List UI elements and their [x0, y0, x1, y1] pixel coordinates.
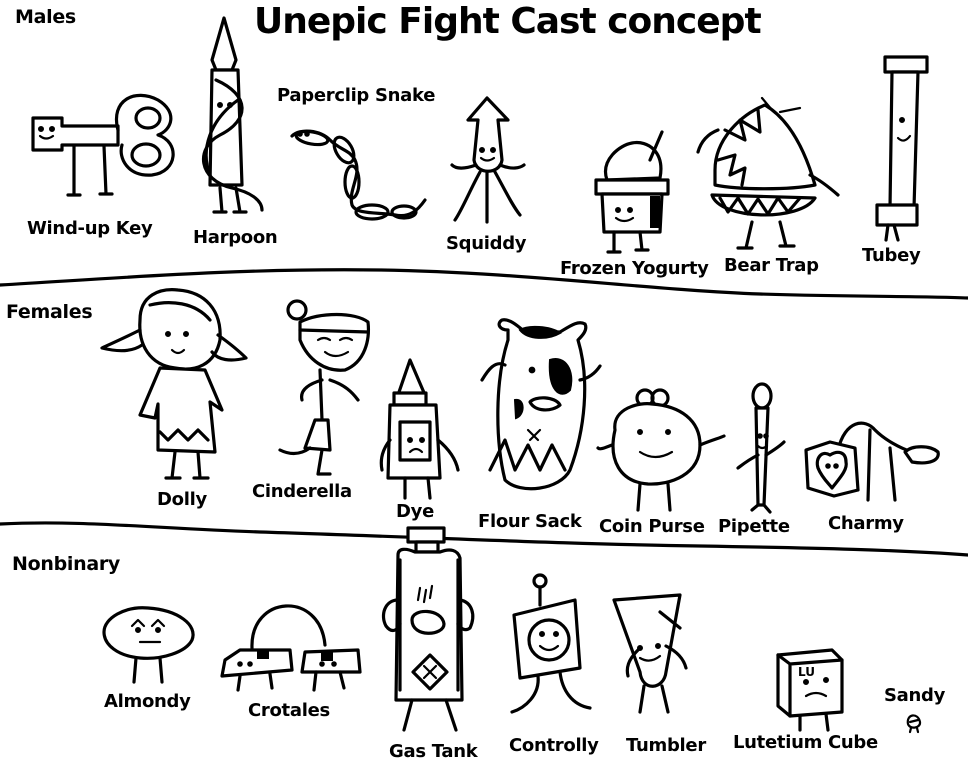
section-label-nonbinary: Nonbinary	[12, 553, 120, 575]
character-lutetium-cube-drawing: LU	[776, 648, 844, 732]
page-title: Unepic Fight Cast concept	[254, 1, 762, 42]
character-harpoon-drawing	[202, 16, 264, 214]
character-charmy-drawing	[804, 421, 940, 502]
character-name-gas-tank: Gas Tank	[389, 741, 478, 762]
character-crotales-drawing	[220, 604, 362, 692]
character-tubey-drawing	[875, 55, 929, 242]
character-name-almondy: Almondy	[104, 691, 191, 712]
character-name-bear-trap: Bear Trap	[724, 255, 819, 276]
character-name-harpoon: Harpoon	[193, 227, 278, 248]
character-paperclip-snake-drawing	[290, 129, 427, 221]
character-name-wind-up-key: Wind-up Key	[27, 218, 153, 239]
character-wind-up-key-drawing	[31, 93, 175, 197]
character-frozen-yogurty-drawing	[594, 130, 670, 254]
character-name-coin-purse: Coin Purse	[599, 516, 705, 537]
character-name-squiddy: Squiddy	[446, 233, 527, 254]
character-name-dolly: Dolly	[157, 489, 207, 510]
section-label-males: Males	[15, 6, 76, 28]
character-dye-drawing	[379, 358, 460, 500]
character-bear-trap-drawing	[696, 96, 840, 250]
character-dolly-drawing	[100, 288, 248, 480]
character-name-tumbler: Tumbler	[626, 735, 706, 756]
character-name-crotales: Crotales	[248, 700, 330, 721]
character-name-lutetium-cube: Lutetium Cube	[733, 732, 878, 753]
divider-line-top	[0, 268, 968, 300]
character-tumbler-drawing	[612, 593, 688, 714]
character-name-dye: Dye	[396, 501, 434, 522]
character-name-tubey: Tubey	[862, 245, 921, 266]
character-almondy-drawing	[102, 606, 195, 684]
character-cinderella-drawing	[278, 299, 371, 476]
character-controlly-drawing	[510, 573, 592, 714]
character-flour-sack-drawing	[480, 318, 602, 491]
character-pipette-drawing	[736, 382, 786, 514]
character-name-controlly: Controlly	[509, 735, 599, 756]
character-name-paperclip-snake: Paperclip Snake	[277, 85, 436, 106]
divider-line-bottom	[0, 521, 968, 557]
lutetium-cube-label: LU	[798, 665, 815, 679]
character-name-charmy: Charmy	[828, 513, 904, 534]
character-name-sandy: Sandy	[884, 685, 946, 706]
character-gas-tank-drawing	[381, 526, 475, 732]
character-squiddy-drawing	[450, 96, 526, 224]
character-name-pipette: Pipette	[718, 516, 790, 537]
character-sandy-drawing	[906, 714, 922, 734]
section-label-females: Females	[6, 301, 93, 323]
character-name-frozen-yogurty: Frozen Yogurty	[560, 258, 709, 279]
character-name-cinderella: Cinderella	[252, 481, 352, 502]
character-coin-purse-drawing	[596, 388, 726, 512]
character-name-flour-sack: Flour Sack	[478, 511, 582, 532]
